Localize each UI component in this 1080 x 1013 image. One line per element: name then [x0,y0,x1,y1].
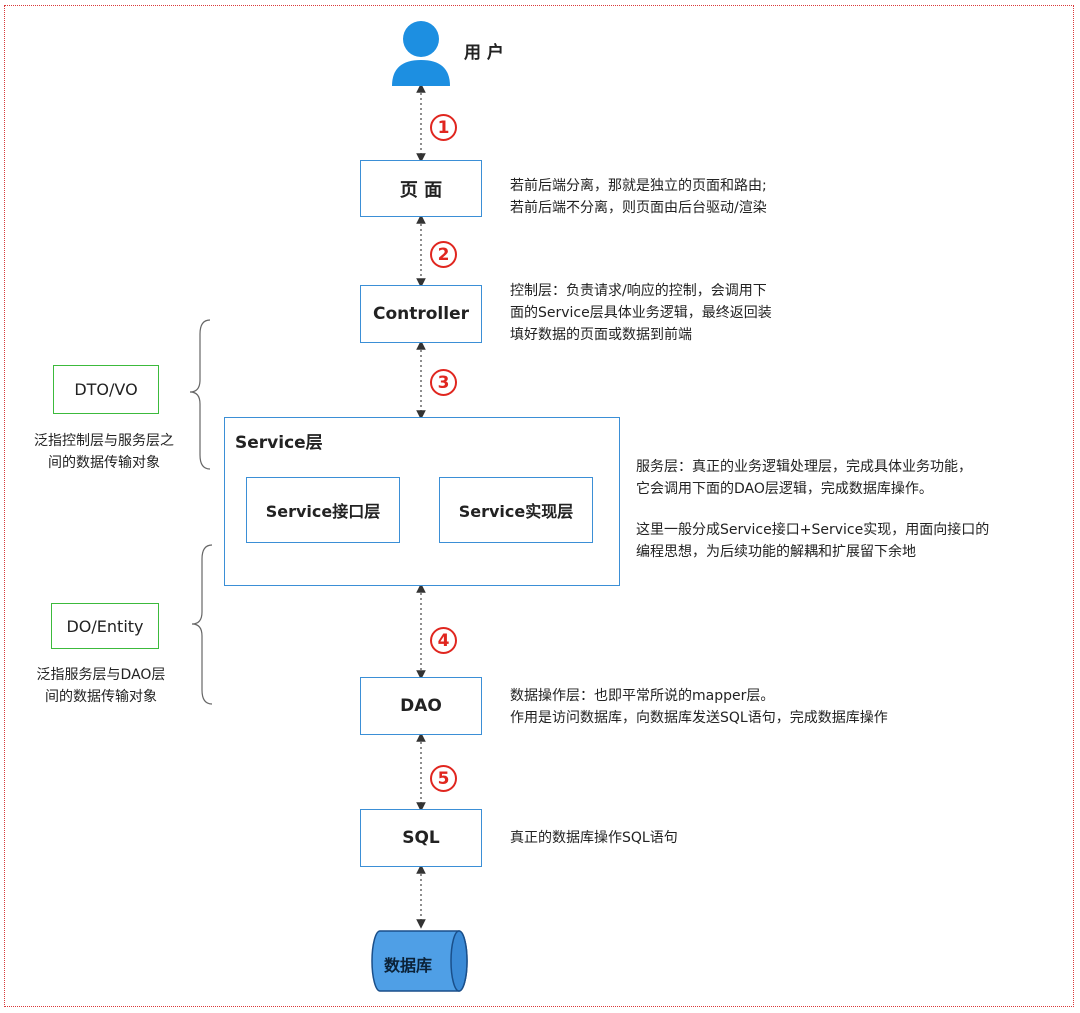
step-3-marker: 3 [430,369,457,396]
step-5-marker: 5 [430,765,457,792]
service-interface-node: Service接口层 [246,477,400,543]
page-note: 若前后端分离，那就是独立的页面和路由; 若前后端不分离，则页面由后台驱动/渲染 [510,178,767,216]
sql-node: SQL [360,809,482,867]
sql-note: 真正的数据库操作SQL语句 [510,830,678,846]
do-entity-box: DO/Entity [51,603,159,649]
step-1-marker: 1 [430,114,457,141]
service-layer-title: Service层 [235,433,323,453]
dto-vo-box: DTO/VO [53,365,159,414]
brace-dto [189,319,211,470]
service-extra-note: 这里一般分成Service接口+Service实现，用面向接口的 编程思想，为后… [636,522,990,560]
database-icon [371,930,468,992]
diagram-frame [4,5,1074,1007]
user-label: 用 户 [464,43,504,63]
dto-vo-description: 泛指控制层与服务层之 间的数据传输对象 [34,433,174,471]
service-impl-node: Service实现层 [439,477,593,543]
user-icon [392,21,450,86]
page-node: 页 面 [360,160,482,217]
dao-node: DAO [360,677,482,735]
database-label: 数据库 [384,956,433,975]
do-entity-description: 泛指服务层与DAO层 间的数据传输对象 [36,667,166,705]
service-note: 服务层：真正的业务逻辑处理层，完成具体业务功能， 它会调用下面的DAO层逻辑，完… [636,459,972,497]
controller-node: Controller [360,285,482,343]
step-2-marker: 2 [430,241,457,268]
service-layer: Service层 Service接口层 Service实现层 [224,417,620,586]
dao-note: 数据操作层：也即平常所说的mapper层。 作用是访问数据库，向数据库发送SQL… [510,688,888,726]
step-4-marker: 4 [430,627,457,654]
brace-do [191,544,213,705]
controller-note: 控制层：负责请求/响应的控制，会调用下 面的Service层具体业务逻辑，最终返… [510,283,772,343]
